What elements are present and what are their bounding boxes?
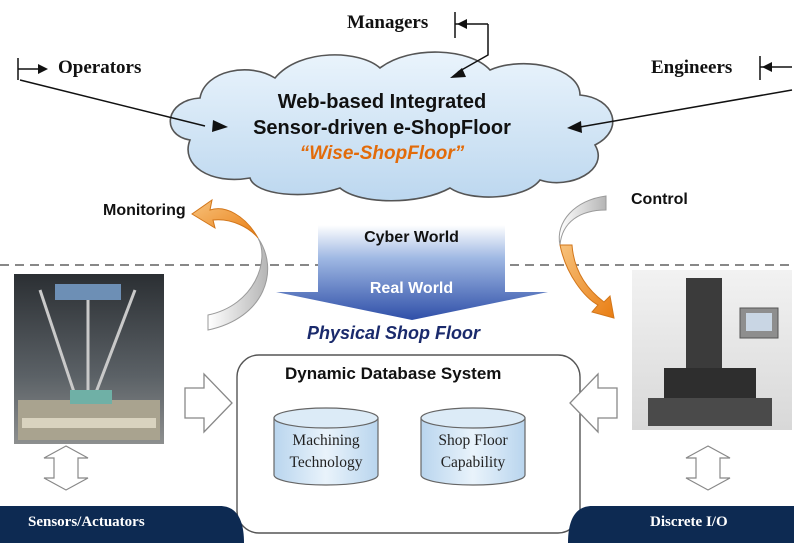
engineers-connector <box>567 56 793 133</box>
physical-shop-floor-label: Physical Shop Floor <box>307 323 481 343</box>
shop-floor-capability-label: Shop Floor Capability <box>438 432 508 471</box>
cyber-world-label: Cyber World <box>364 229 459 246</box>
operators-label: Operators <box>58 57 142 78</box>
machining-technology-store <box>273 407 379 486</box>
cloud-title-line2: Sensor-driven e-ShopFloor <box>253 117 511 139</box>
monitoring-label: Monitoring <box>103 202 186 219</box>
managers-label: Managers <box>347 12 429 33</box>
dynamic-database-box <box>236 354 581 534</box>
eshopfloor-cloud <box>169 51 614 202</box>
sensors-actuators-bar <box>0 506 244 543</box>
control-arrow <box>558 195 615 319</box>
cnc-mill-photo <box>632 270 792 430</box>
engineers-label: Engineers <box>651 57 733 78</box>
right-updown-arrow <box>685 445 731 491</box>
database-title: Dynamic Database System <box>285 364 502 383</box>
discrete-io-label: Discrete I/O <box>650 514 728 530</box>
machining-technology-label: Machining Technology <box>289 432 363 471</box>
cloud-title-line3: “Wise-ShopFloor” <box>299 143 465 164</box>
cloud-title-line1: Web-based Integrated <box>277 91 487 113</box>
real-world-label: Real World <box>369 280 454 297</box>
control-label: Control <box>631 191 688 208</box>
sensors-actuators-label: Sensors/Actuators <box>28 514 145 530</box>
managers-connector <box>450 12 489 78</box>
parallel-robot-photo <box>14 274 164 444</box>
cyber-to-real-arrow <box>276 225 548 320</box>
left-input-arrow <box>184 372 233 434</box>
shop-floor-capability-store <box>420 407 526 486</box>
operators-connector <box>17 58 228 132</box>
right-input-arrow <box>569 372 618 434</box>
monitoring-arrow <box>191 198 269 331</box>
discrete-io-bar <box>568 506 794 543</box>
left-updown-arrow <box>43 445 89 491</box>
